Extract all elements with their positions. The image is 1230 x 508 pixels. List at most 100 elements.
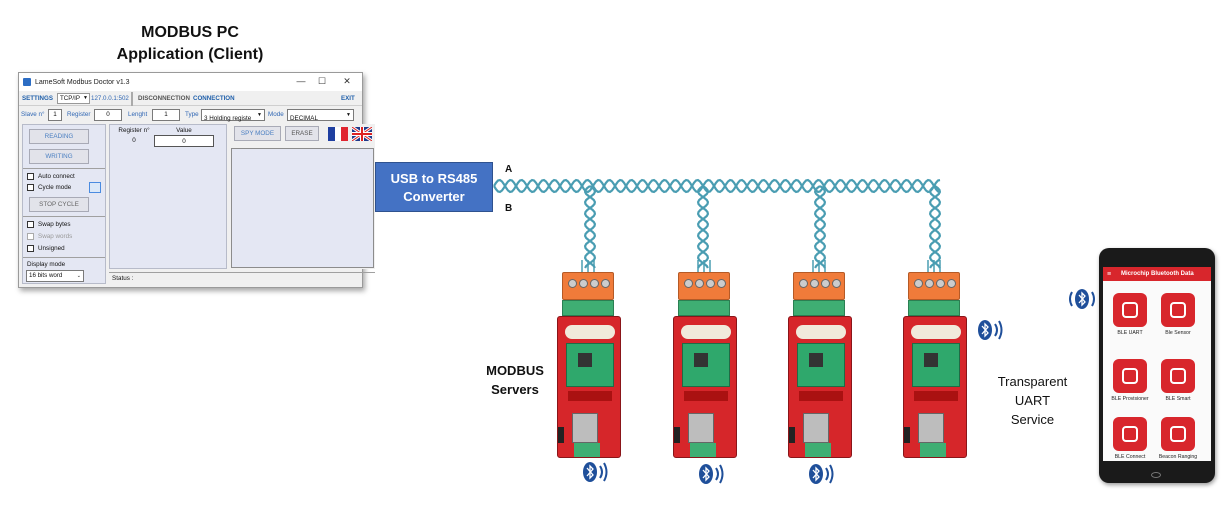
checkbox-icon <box>27 245 34 252</box>
flag-fr-icon[interactable] <box>328 127 348 141</box>
checkbox-icon <box>27 173 34 180</box>
controls-panel: READING WRITING Auto connect Cycle mode … <box>22 124 106 284</box>
cycle-mode-checkbox[interactable]: Cycle mode <box>27 184 71 191</box>
app-icon <box>23 78 31 86</box>
exit-menu[interactable]: EXIT <box>341 95 355 102</box>
terminal-base <box>908 300 960 316</box>
app-tile-label: BLE UART <box>1117 330 1143 336</box>
close-button[interactable]: ✕ <box>343 76 351 86</box>
line-a-label: A <box>505 164 513 175</box>
spy-log-area[interactable] <box>231 148 374 268</box>
display-mode-select[interactable]: 16 bits word ⌄ <box>26 270 84 282</box>
erase-button[interactable]: ERASE <box>285 126 319 141</box>
unsigned-label: Unsigned <box>38 245 65 252</box>
swap-words-label: Swap words <box>38 233 73 240</box>
wire-ends <box>676 260 732 274</box>
app-tile-label: BLE Provisioner <box>1111 396 1149 402</box>
chevron-down-icon: ▼ <box>83 95 88 101</box>
length-label: Lenght <box>128 111 148 118</box>
spy-mode-button[interactable]: SPY MODE <box>234 126 281 141</box>
mode-value: DECIMAL <box>290 115 318 122</box>
modbus-doctor-window: LameSoft Modbus Doctor v1.3 — ☐ ✕ SETTIN… <box>18 72 375 288</box>
wire-ends <box>791 260 847 274</box>
app-tile-label: BLE Connect <box>1114 454 1146 460</box>
curiosity-board <box>557 316 621 458</box>
app-tile-icon[interactable] <box>1161 293 1195 327</box>
converter-line2: Converter <box>403 189 465 204</box>
terminal-base <box>678 300 730 316</box>
settings-menu[interactable]: SETTINGS <box>22 95 53 102</box>
type-value: 3 Holding registe <box>204 115 252 122</box>
wire-ends <box>560 260 616 274</box>
value-column-header: Value <box>176 127 192 134</box>
uart-service-label: Transparent UART Service <box>985 372 1080 429</box>
curiosity-board <box>673 316 737 458</box>
stop-cycle-button[interactable]: STOP CYCLE <box>29 197 89 212</box>
swap-bytes-checkbox[interactable]: Swap bytes <box>27 221 71 228</box>
auto-connect-label: Auto connect <box>38 173 75 180</box>
line-b-label: B <box>505 203 513 214</box>
maximize-button[interactable]: ☐ <box>317 76 327 86</box>
cycle-settings-button[interactable] <box>89 182 101 193</box>
auto-connect-checkbox[interactable]: Auto connect <box>27 173 75 180</box>
slave-label: Slave n° <box>21 111 45 118</box>
menu-divider <box>131 92 133 106</box>
window-titlebar: LameSoft Modbus Doctor v1.3 <box>19 73 362 91</box>
spy-panel: SPY MODE ERASE <box>230 124 375 269</box>
reading-button[interactable]: READING <box>29 129 89 144</box>
bus-drop-wire <box>813 185 827 269</box>
unsigned-checkbox[interactable]: Unsigned <box>27 245 65 252</box>
home-button[interactable] <box>1151 472 1161 478</box>
swap-words-checkbox[interactable]: Swap words <box>27 233 72 240</box>
bluetooth-icon <box>809 464 834 484</box>
uart-label-line2: UART <box>1014 393 1051 408</box>
screw-terminal <box>908 272 960 300</box>
bus-drop-wire <box>696 185 710 269</box>
status-bar: Status : <box>109 272 375 285</box>
minimize-button[interactable]: — <box>296 76 306 86</box>
chevron-down-icon: ⌄ <box>76 273 81 279</box>
curiosity-board <box>788 316 852 458</box>
divider <box>23 216 105 217</box>
bus-drop-wire <box>696 185 710 269</box>
screw-terminal <box>793 272 845 300</box>
converter-line1: USB to RS485 <box>390 171 478 186</box>
app-tile-icon[interactable] <box>1113 417 1147 451</box>
flag-uk-icon[interactable] <box>352 127 372 141</box>
servers-label-line2: Servers <box>491 382 539 397</box>
client-title: MODBUS PC Application (Client) <box>90 22 290 66</box>
mode-label: Mode <box>268 111 284 118</box>
bus-drop-wire <box>928 185 942 269</box>
writing-button[interactable]: WRITING <box>29 149 89 164</box>
app-tile-label: Ble Sensor <box>1165 330 1191 336</box>
address-text: 127.0.0.1:502 <box>91 95 129 102</box>
client-title-line2: Application (Client) <box>116 46 264 63</box>
app-tile-icon[interactable] <box>1113 359 1147 393</box>
app-tile-icon[interactable] <box>1113 293 1147 327</box>
app-tile-icon[interactable] <box>1161 359 1195 393</box>
checkbox-icon <box>27 221 34 228</box>
protocol-value: TCP/IP <box>60 95 80 102</box>
length-input[interactable]: 1 <box>152 109 180 121</box>
mode-select[interactable]: DECIMAL ▼ <box>287 109 354 122</box>
type-select[interactable]: 3 Holding registe ▼ <box>201 109 265 122</box>
servers-label-line1: MODBUS <box>486 363 544 378</box>
checkbox-icon <box>27 233 34 240</box>
register-column-header: Register n° <box>118 127 150 134</box>
value-cell[interactable]: 0 <box>154 135 214 147</box>
app-tile-label: BLE Smart <box>1165 396 1191 402</box>
app-tile-icon[interactable] <box>1161 417 1195 451</box>
register-input[interactable]: 0 <box>94 109 122 121</box>
client-title-line1: MODBUS PC <box>141 24 239 41</box>
protocol-select[interactable]: TCP/IP <box>57 93 90 104</box>
app-tile-label: Beacon Ranging <box>1158 454 1198 460</box>
screw-terminal <box>562 272 614 300</box>
slave-input[interactable]: 1 <box>48 109 62 121</box>
disconnection-menu[interactable]: DISCONNECTION <box>138 95 190 102</box>
menu-icon[interactable]: ≡ <box>1107 271 1112 278</box>
connection-menu[interactable]: CONNECTION <box>193 95 235 102</box>
divider <box>23 257 105 258</box>
